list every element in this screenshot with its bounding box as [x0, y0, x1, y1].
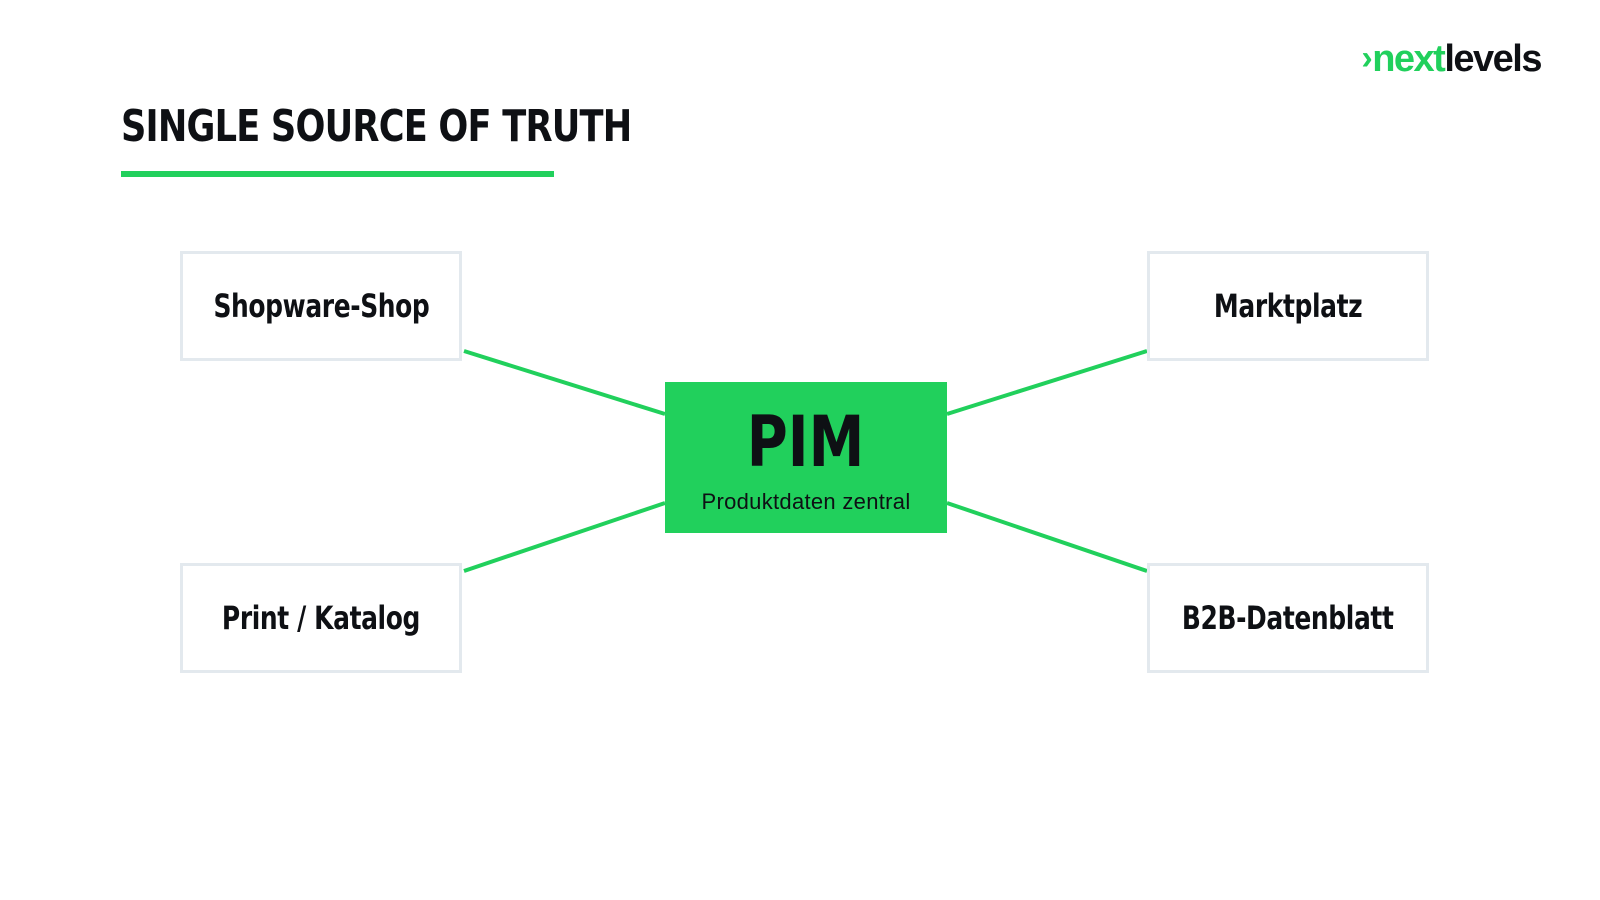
- connector-bottom-left: [463, 501, 666, 573]
- node-label: Shopware-Shop: [213, 287, 429, 325]
- connector-top-left: [463, 349, 666, 416]
- logo-text-next: next: [1372, 38, 1446, 80]
- node-shopware-shop: Shopware-Shop: [180, 251, 462, 361]
- node-b2b-datenblatt: B2B-Datenblatt: [1147, 563, 1429, 673]
- node-label: B2B-Datenblatt: [1182, 599, 1394, 637]
- title-underline: [121, 171, 554, 177]
- hub-subtitle: Produktdaten zentral: [701, 488, 911, 514]
- node-print-katalog: Print / Katalog: [180, 563, 462, 673]
- logo-text-levels: levels: [1444, 38, 1542, 80]
- nextlevels-logo: › next levels: [1361, 38, 1542, 80]
- logo-chevron-icon: ›: [1361, 39, 1372, 77]
- connector-bottom-right: [946, 501, 1148, 573]
- connector-top-right: [946, 349, 1148, 416]
- slide-title: SINGLE SOURCE OF TRUTH: [121, 101, 632, 152]
- node-label: Marktplatz: [1213, 287, 1363, 325]
- node-label: Print / Katalog: [221, 599, 421, 637]
- node-marktplatz: Marktplatz: [1147, 251, 1429, 361]
- pim-hub: PIM Produktdaten zentral: [665, 382, 947, 533]
- hub-title: PIM: [747, 400, 865, 483]
